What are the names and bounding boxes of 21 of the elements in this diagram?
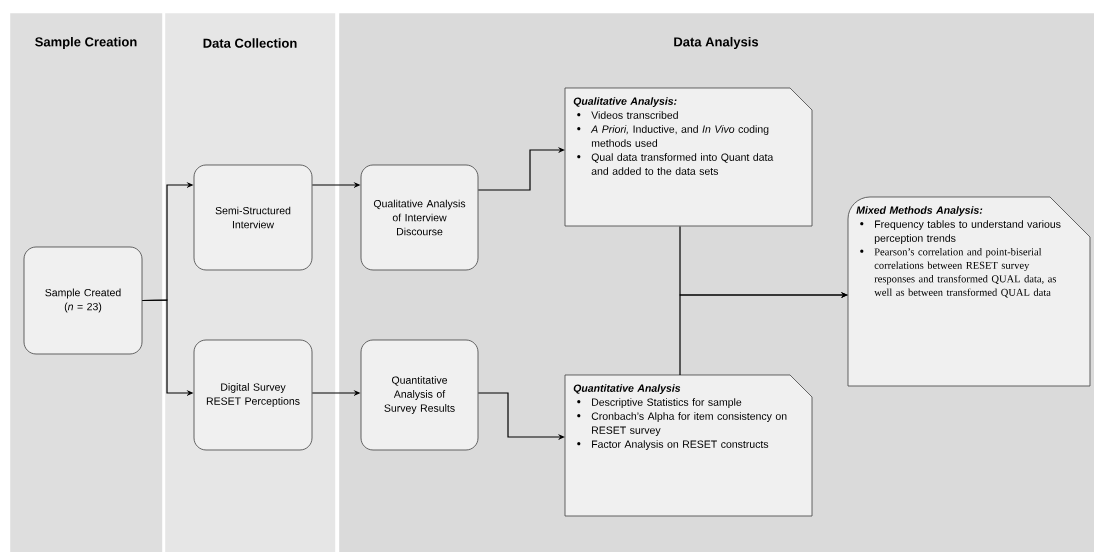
card-heading: Qualitative Analysis: [573,97,677,107]
bullet-item: Cronbach’s Alpha for item consistency on RESET survey [577,412,787,436]
analysis-card [564,374,813,517]
bullet-item: Descriptive Statistics for sample [577,398,742,408]
process-box: Qualitative Analysis of Interview Discourse [360,164,479,271]
process-box: Digital Survey RESET Perceptions [193,339,313,451]
bullet-item: Factor Analysis on RESET constructs [577,440,769,450]
bullet-item: Pearson’s correlation and point-biserial correlations between RESET survey responses and transformed QUAL data, as well as between transformed QUAL data [860,248,1057,298]
arrow [679,291,848,376]
card-heading: Mixed Methods Analysis: [856,206,983,216]
arrow [477,146,565,191]
bullet-item: Qual data transformed into Quant data and added to the data sets [577,153,774,175]
process-box: Sample Created (n = 23) [23,246,143,355]
process-box: Quantitative Analysis of Survey Results [360,339,479,451]
process-box: Semi-Structured Interview [193,164,313,271]
analysis-card [564,87,813,227]
analysis-card [847,196,1091,387]
bullet-item: Frequency tables to understand various perception trends [860,220,1061,244]
bullet-item: Videos transcribed [577,111,678,119]
bullet-item: A Priori, Inductive, and In Vivo coding methods used [577,125,769,147]
card-heading: Quantitative Analysis [573,384,681,394]
